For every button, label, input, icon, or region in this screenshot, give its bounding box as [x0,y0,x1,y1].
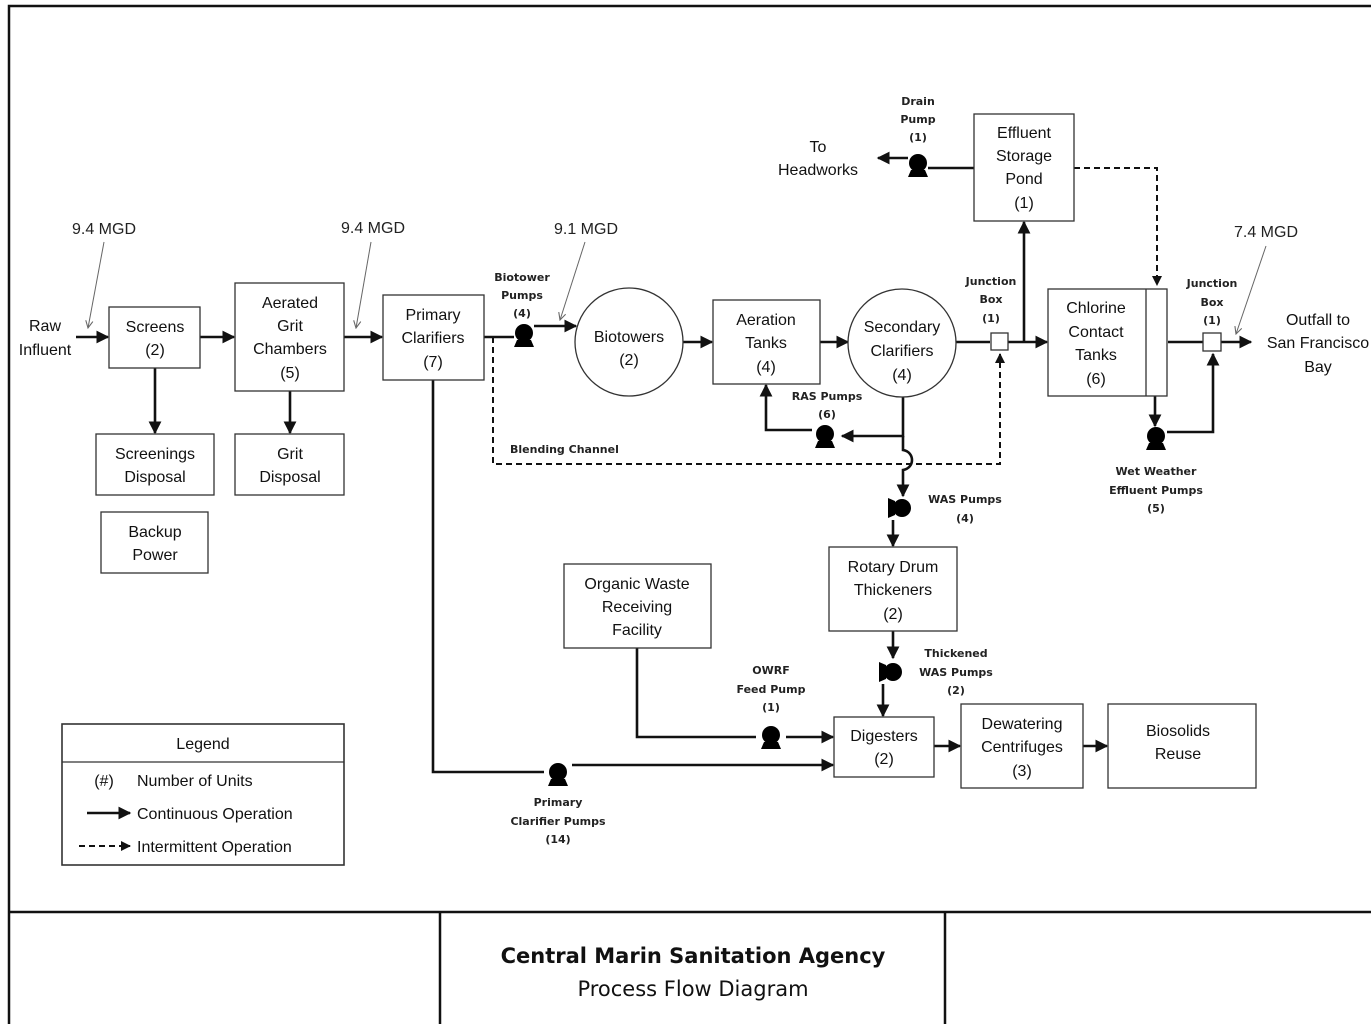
junction-box-1 [990,332,1009,351]
flow-label-outfall: 7.4 MGD [1234,224,1298,241]
ras-pump-icon [815,425,835,448]
drawing-frame [7,4,1371,1024]
footer-title: Central Marin Sanitation Agency [501,944,886,968]
legend: Legend (#) Number of Units Continuous Op… [61,723,345,866]
biotowers-unit[interactable]: Biotowers(2) [574,287,684,397]
svg-text:Screens(2): Screens(2) [126,319,185,359]
legend-intermittent-label: Intermittent Operation [137,839,292,856]
legend-title: Legend [176,736,229,753]
primary-clarifier-pump-icon [548,763,568,786]
flow-label-after-grit: 9.4 MGD [341,220,405,237]
legend-units-symbol: (#) [94,773,114,790]
thickened-was-pump-icon [879,662,902,682]
svg-text:Biotowers(2): Biotowers(2) [594,329,664,369]
footer-subtitle: Process Flow Diagram [577,977,808,1001]
owrf-feed-pump-icon [761,726,781,749]
legend-units-label: Number of Units [137,773,253,790]
flow-label-raw-influent: 9.4 MGD [72,221,136,238]
ras-pumps-label: RAS Pumps(6) [792,390,863,421]
digesters-unit[interactable]: Digesters(2) [833,716,935,778]
blending-channel-label: Blending Channel [510,443,619,456]
intermittent-flow-lines [492,167,1162,465]
drain-pump-icon [908,154,928,177]
continuous-flow-lines [76,151,1253,774]
junction-box-2 [1202,332,1222,352]
biotower-pump-icon [514,324,534,347]
screens-unit[interactable]: Screens(2) [108,306,201,369]
svg-text:Digesters(2): Digesters(2) [850,728,918,768]
was-pumps-label: WAS Pumps(4) [928,493,1002,525]
flow-label-biotower: 9.1 MGD [554,221,618,238]
flow-callout-lines [88,241,1267,334]
was-pump-icon [888,498,911,518]
wet-weather-pump-icon [1146,427,1166,450]
legend-continuous-label: Continuous Operation [137,806,293,823]
